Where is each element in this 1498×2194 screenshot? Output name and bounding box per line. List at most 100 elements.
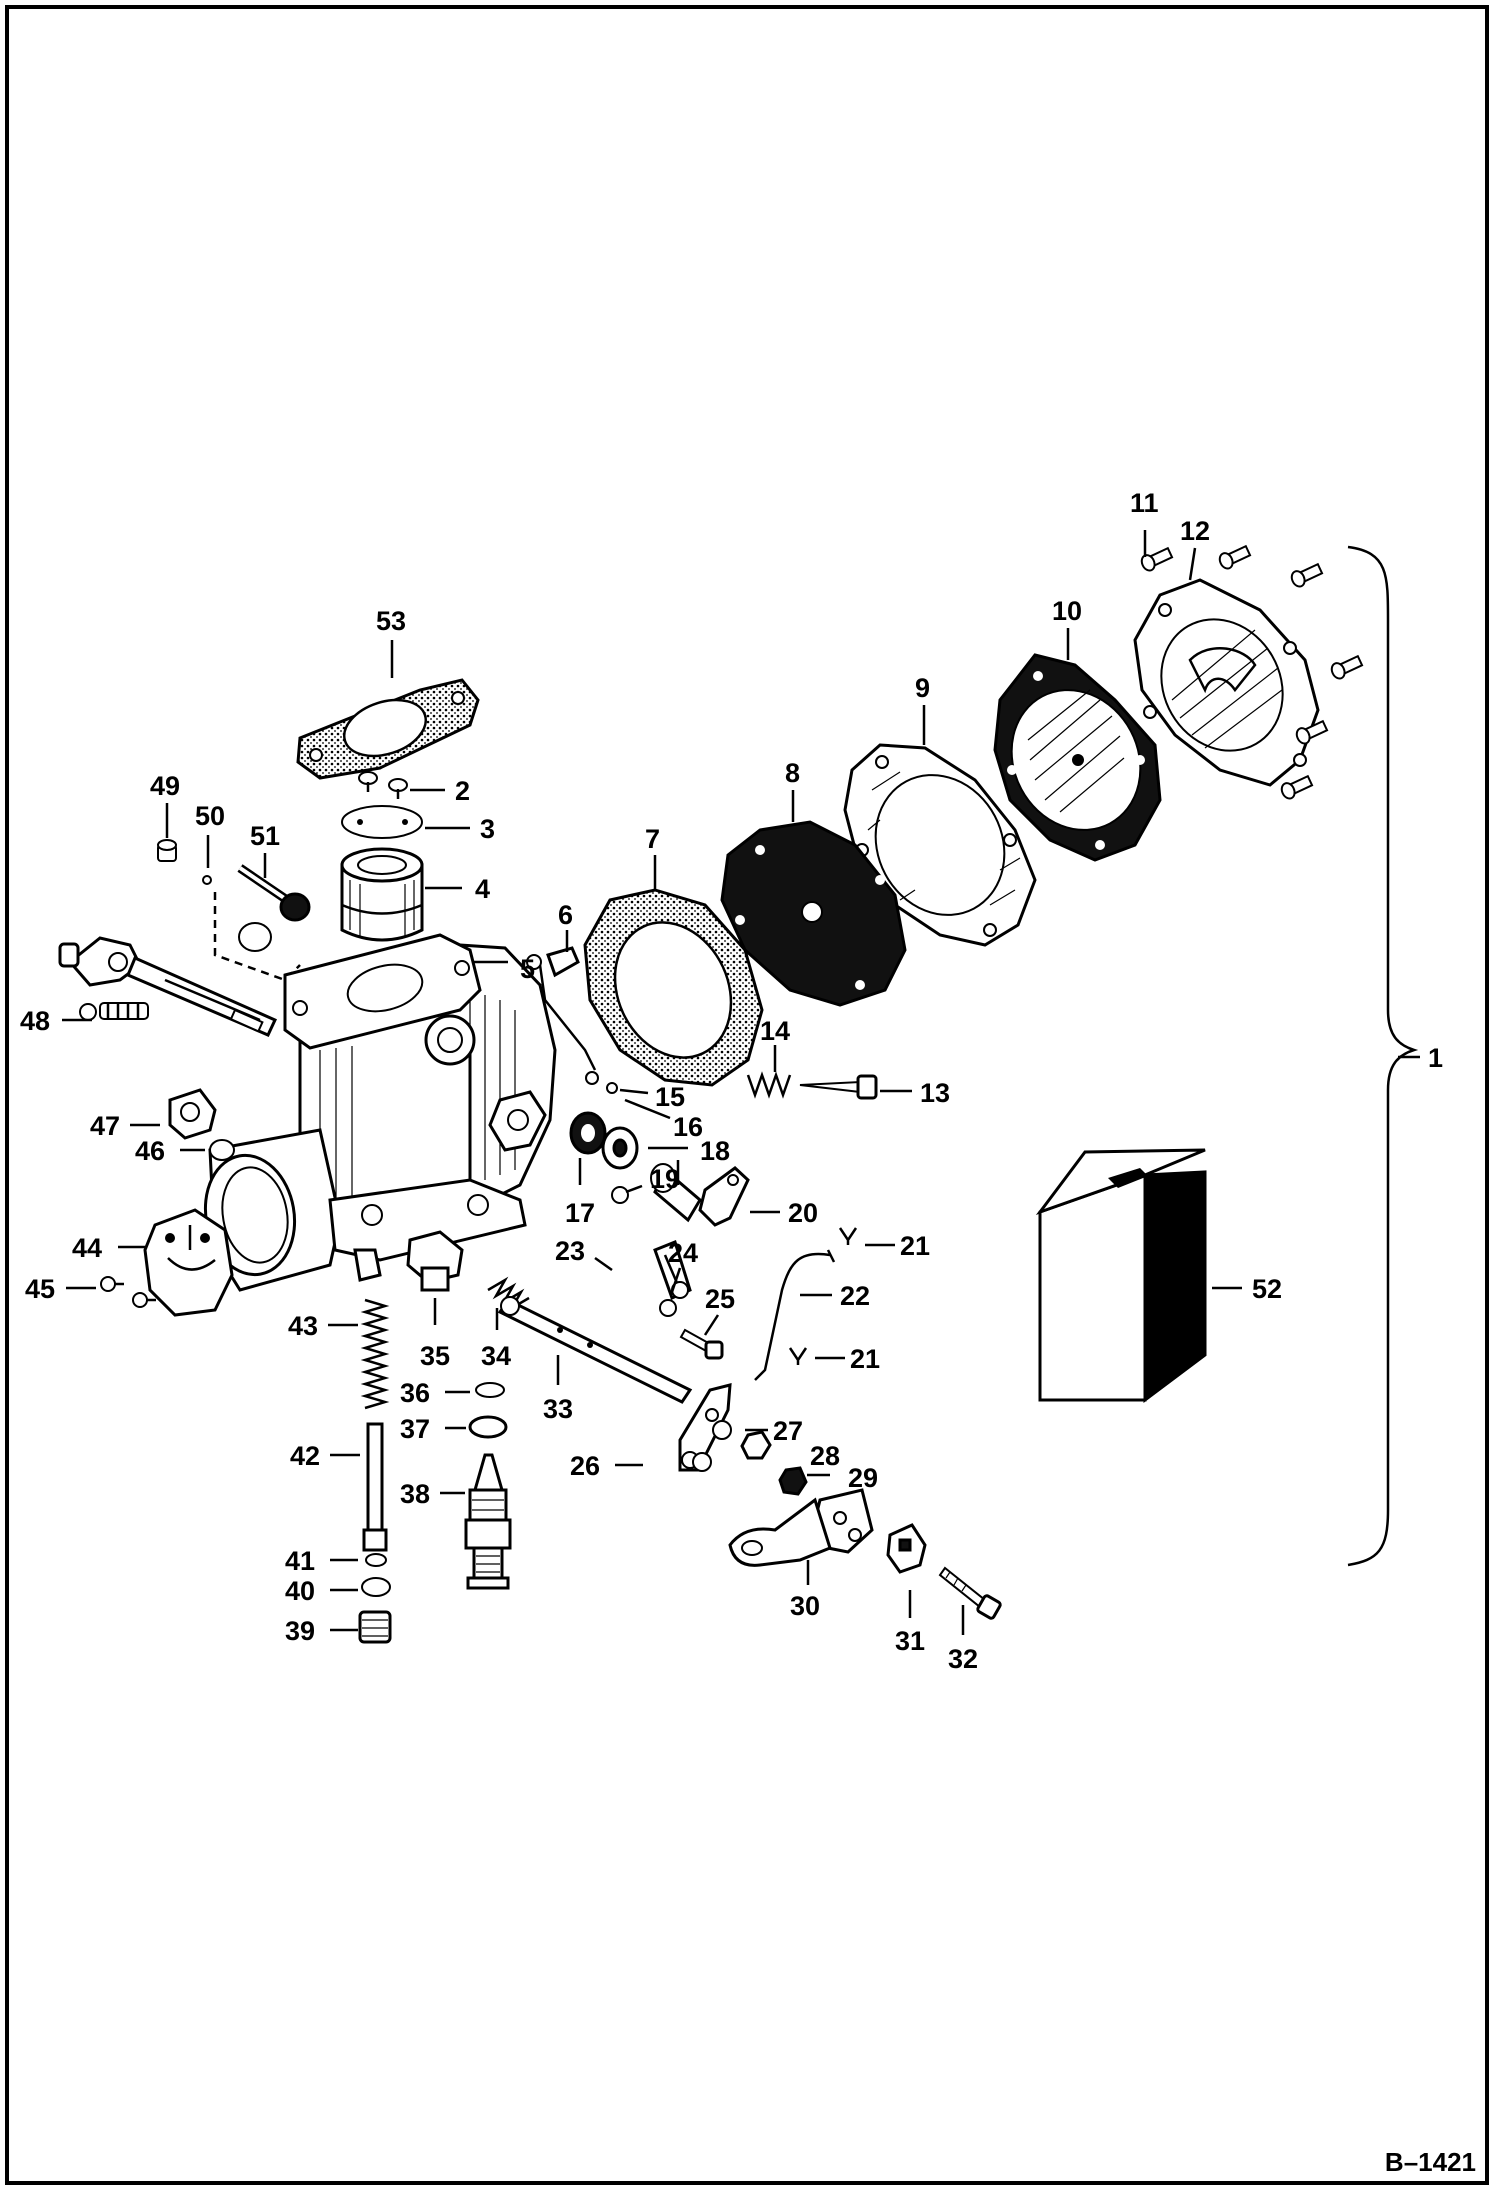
callout-48: 48 [20, 1006, 50, 1036]
callout-12: 12 [1180, 516, 1210, 546]
part-20-lever [698, 1166, 750, 1227]
callout-47: 47 [90, 1111, 120, 1141]
callout-6: 6 [558, 900, 573, 930]
part-26-throttle-lever [678, 1383, 732, 1472]
callout-52: 52 [1252, 1274, 1282, 1304]
part-5-carburetor-body [203, 933, 557, 1292]
callout-21: 21 [900, 1231, 930, 1261]
part-36-washer [475, 1382, 505, 1398]
part-47-fitting [168, 1088, 217, 1140]
part-37-washer [468, 1415, 508, 1439]
callout-37: 37 [400, 1414, 430, 1444]
callout-40: 40 [285, 1576, 315, 1606]
callout-19: 19 [650, 1164, 680, 1194]
callout-26: 26 [570, 1451, 600, 1481]
part-41-washer [365, 1553, 387, 1567]
callout-13: 13 [920, 1078, 950, 1108]
callout-14: 14 [760, 1016, 790, 1046]
part-43-spring [360, 1298, 390, 1410]
part-31-clamp [886, 1523, 927, 1574]
part-22-rod [754, 1249, 836, 1381]
callout-50: 50 [195, 801, 225, 831]
callout-21-lower: 21 [850, 1344, 880, 1374]
callout-45: 45 [25, 1274, 55, 1304]
callout-35: 35 [420, 1341, 450, 1371]
callout-36: 36 [400, 1378, 430, 1408]
callout-29: 29 [848, 1463, 878, 1493]
callout-33: 33 [543, 1394, 573, 1424]
part-2-screws [358, 771, 408, 799]
part-27-nut [740, 1430, 772, 1460]
callout-1: 1 [1428, 1043, 1443, 1073]
part-4-venturi [340, 847, 424, 942]
callout-44: 44 [72, 1233, 102, 1263]
part-35-plug [406, 1230, 464, 1292]
callout-46: 46 [135, 1136, 165, 1166]
part-42-adjusting-screw [362, 1422, 388, 1552]
drawing-frame [5, 5, 1489, 2185]
callout-11: 11 [1130, 488, 1159, 518]
part-32-bolt [938, 1566, 1002, 1620]
callout-31: 31 [895, 1626, 925, 1656]
callout-10: 10 [1052, 596, 1082, 626]
callout-16: 16 [673, 1112, 703, 1142]
callout-17: 17 [565, 1198, 595, 1228]
part-45-screws [100, 1276, 156, 1308]
part-15-pin [585, 1071, 599, 1085]
callout-51: 51 [250, 821, 280, 851]
part-18-bushing [569, 1111, 639, 1170]
callout-39: 39 [285, 1616, 315, 1646]
part-46-washer [209, 1139, 235, 1161]
part-14-spring [746, 1071, 792, 1099]
part-6-link [526, 946, 597, 1071]
callout-27: 27 [773, 1416, 803, 1446]
callout-8: 8 [785, 758, 800, 788]
callout-7: 7 [645, 824, 660, 854]
callout-49: 49 [150, 771, 180, 801]
part-29-bracket [813, 1488, 874, 1554]
callout-30: 30 [790, 1591, 820, 1621]
part-13-screw [799, 1074, 878, 1100]
callout-38: 38 [400, 1479, 430, 1509]
callout-28: 28 [810, 1441, 840, 1471]
part-49-plug [157, 839, 177, 862]
part-25-screw [679, 1328, 724, 1360]
part-21-clip-lower [788, 1347, 808, 1365]
part-28-nut [778, 1466, 808, 1496]
kit-brace [1347, 545, 1419, 1567]
part-53-gasket [296, 678, 480, 780]
callout-3: 3 [480, 814, 495, 844]
callout-41: 41 [285, 1546, 315, 1576]
callout-2: 2 [455, 776, 470, 806]
part-16-pin [606, 1082, 618, 1094]
part-50-ball [202, 875, 212, 885]
callout-22: 22 [840, 1281, 870, 1311]
part-8-diaphragm [720, 820, 907, 1007]
callout-34: 34 [481, 1341, 511, 1371]
callout-43: 43 [288, 1311, 318, 1341]
part-21-clip-upper [838, 1227, 858, 1245]
part-48-shaft-assembly [58, 892, 311, 1037]
drawing-number: B–1421 [1384, 2147, 1476, 2177]
callout-32: 32 [948, 1644, 978, 1674]
callout-20: 20 [788, 1198, 818, 1228]
part-40-washer [361, 1577, 391, 1597]
part-30-bracket [728, 1497, 832, 1567]
part-39-plug [358, 1610, 392, 1644]
callout-53: 53 [376, 606, 406, 636]
callout-5: 5 [520, 954, 535, 984]
part-17-screw [611, 1184, 643, 1204]
part-12-cover [1133, 578, 1320, 787]
part-51-pin [237, 864, 293, 906]
part-7-gasket [583, 888, 764, 1087]
part-52-manual [1035, 1148, 1207, 1403]
part-10-diaphragm [993, 653, 1162, 862]
callout-23: 23 [555, 1236, 585, 1266]
part-3-plate [341, 805, 423, 839]
callout-9: 9 [915, 673, 930, 703]
callout-24: 24 [668, 1238, 698, 1268]
part-33-throttle-shaft [497, 1296, 693, 1404]
leader-lines [62, 530, 1420, 1635]
part-44-throttle-plate [143, 1208, 234, 1317]
